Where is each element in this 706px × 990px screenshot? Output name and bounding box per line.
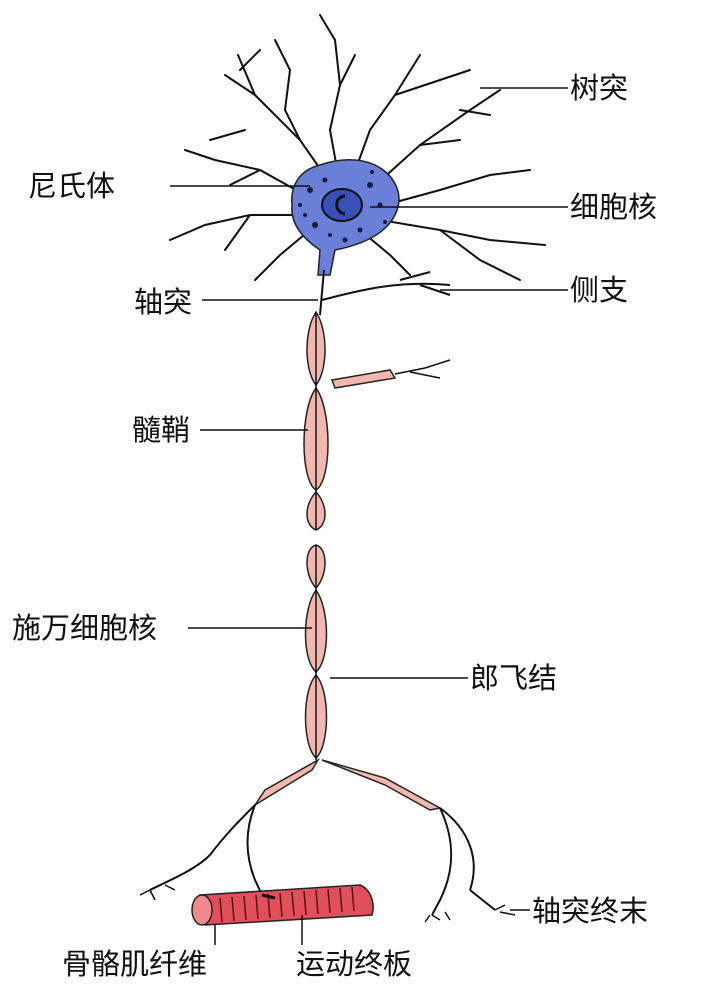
label-axon-terminal: 轴突终末 xyxy=(532,895,648,927)
label-nucleus: 细胞核 xyxy=(570,191,657,223)
collateral-branch xyxy=(322,272,450,300)
label-myelin-sheath: 髓鞘 xyxy=(132,414,190,446)
label-dendrite: 树突 xyxy=(570,72,628,104)
nucleus xyxy=(322,189,362,221)
label-schwann-nucleus: 施万细胞核 xyxy=(12,612,157,644)
muscle-fiber xyxy=(192,885,373,925)
axon-initial xyxy=(320,270,324,315)
label-muscle-fiber: 骨骼肌纤维 xyxy=(62,948,207,980)
label-nissl-body: 尼氏体 xyxy=(28,170,115,202)
label-collateral: 侧支 xyxy=(570,274,628,306)
label-node-of-ranvier: 郎飞结 xyxy=(470,662,557,694)
label-motor-end-plate: 运动终板 xyxy=(296,948,412,980)
myelin-segments xyxy=(255,312,440,810)
label-axon: 轴突 xyxy=(134,286,192,318)
